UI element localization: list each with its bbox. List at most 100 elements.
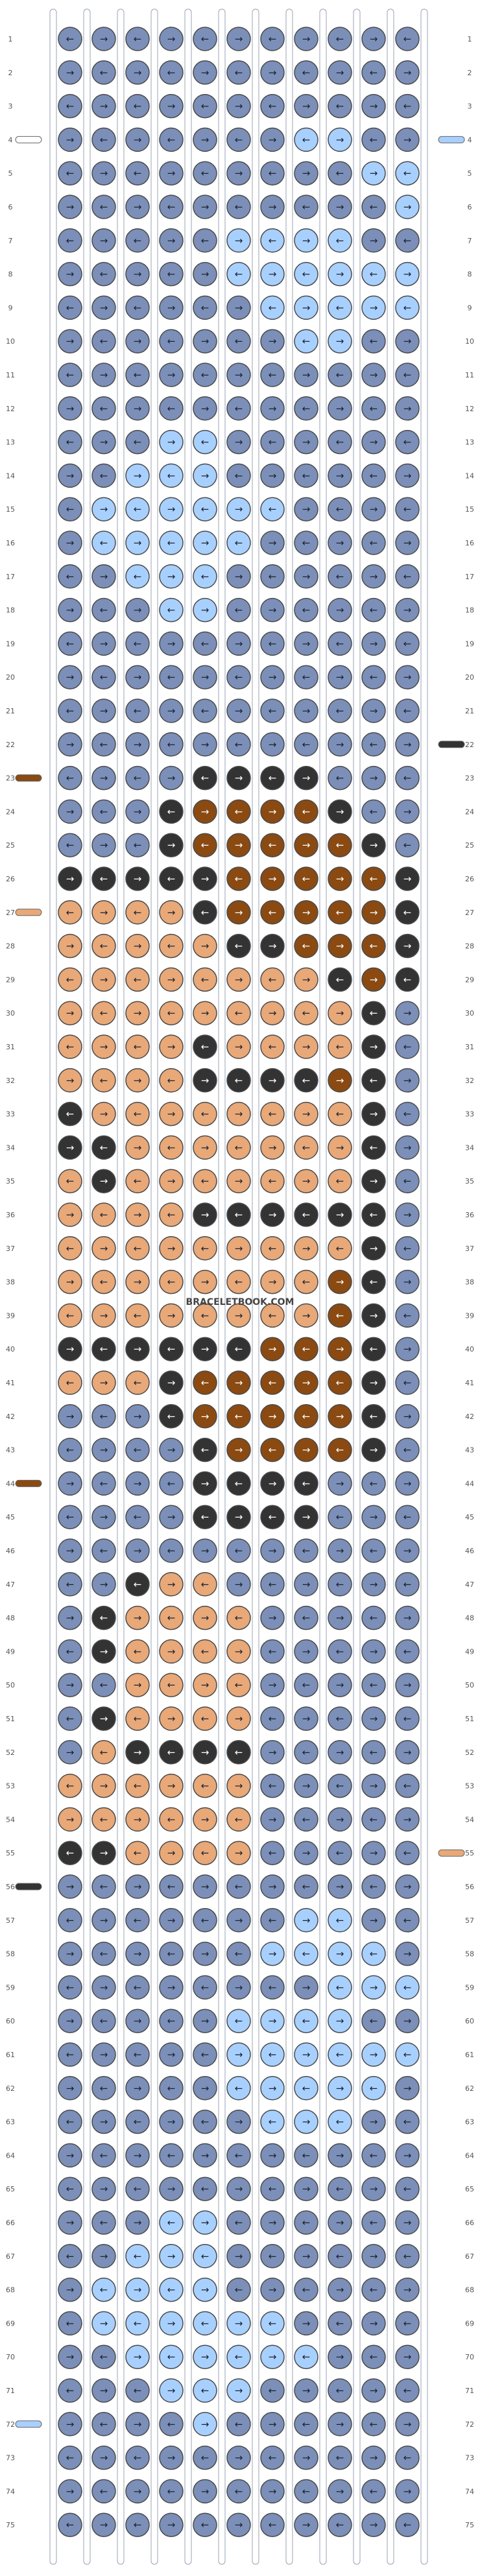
knot <box>159 2277 184 2302</box>
knot-arrow: ← <box>134 302 142 313</box>
knot <box>125 1773 150 1798</box>
row-number-right: 24 <box>465 807 474 816</box>
knot-arrow: ← <box>269 973 277 985</box>
knot <box>361 698 386 723</box>
knot-arrow: ← <box>201 1914 210 1926</box>
knot <box>294 1706 318 1731</box>
knot <box>395 765 420 791</box>
knot <box>125 1337 150 1361</box>
knot <box>260 329 285 353</box>
knot <box>125 1605 150 1630</box>
knot-arrow: → <box>167 1847 176 1859</box>
knot <box>125 765 150 791</box>
knot-arrow: ← <box>403 2519 412 2531</box>
knot-arrow: → <box>100 1444 108 1456</box>
knot-arrow: → <box>235 705 243 717</box>
knot <box>125 228 150 253</box>
knot <box>125 1437 150 1462</box>
knot-arrow: → <box>370 2317 378 2329</box>
knot <box>193 1505 217 1529</box>
knot <box>395 396 420 421</box>
row-number-left: 65 <box>6 2185 15 2193</box>
knot-arrow: ← <box>201 1243 210 1254</box>
knot <box>193 1437 217 1462</box>
knot-arrow: ← <box>302 403 311 414</box>
knot <box>260 1370 285 1395</box>
string-tail-left <box>15 136 42 143</box>
knot <box>260 1773 285 1798</box>
knot <box>328 2479 352 2504</box>
knot-arrow: ← <box>269 369 277 381</box>
knot-arrow: ← <box>403 1444 412 1456</box>
knot-arrow: → <box>336 1007 344 1019</box>
knot-arrow: ← <box>134 1981 142 1993</box>
row-number-right: 63 <box>465 2118 474 2127</box>
knot-arrow: → <box>302 2519 311 2531</box>
knot-arrow: ← <box>66 1444 75 1456</box>
knot-arrow: → <box>201 2351 210 2363</box>
knot-arrow: ← <box>403 2317 412 2329</box>
knot <box>260 2143 285 2168</box>
knot-arrow: ← <box>201 33 210 45</box>
knot <box>361 2244 386 2269</box>
knot <box>58 1807 82 1832</box>
knot-arrow: → <box>66 470 75 481</box>
row-number-left: 41 <box>6 1379 15 1387</box>
knot <box>125 1706 150 1731</box>
knot-arrow: ← <box>134 235 142 246</box>
knot-arrow: ← <box>302 1477 311 1489</box>
knot-arrow: → <box>370 1243 378 1254</box>
knot-arrow: → <box>403 1343 412 1355</box>
knot-arrow: ← <box>167 470 176 481</box>
knot <box>395 2311 420 2336</box>
row-number-left: 66 <box>6 2219 15 2227</box>
knot-arrow: ← <box>269 1175 277 1187</box>
knot <box>193 2445 217 2470</box>
knot-arrow: → <box>235 1243 243 1254</box>
knot-arrow: → <box>302 2116 311 2128</box>
row-number-left: 40 <box>6 1345 15 1354</box>
knot <box>91 564 116 589</box>
knot-arrow: ← <box>201 302 210 313</box>
knot <box>91 2009 116 2033</box>
knot-arrow: ← <box>302 1075 311 1086</box>
knot <box>91 228 116 253</box>
row-number-right: 70 <box>465 2353 474 2361</box>
knot-arrow: → <box>66 67 75 78</box>
knot <box>260 2479 285 2504</box>
knot-arrow: → <box>370 2049 378 2060</box>
knot <box>125 1740 150 1765</box>
string-line <box>420 8 428 2565</box>
knot-arrow: ← <box>269 2250 277 2262</box>
knot-arrow: → <box>302 369 311 381</box>
knot <box>125 1101 150 1127</box>
row-number-right: 59 <box>465 1983 474 1992</box>
knot <box>260 2378 285 2403</box>
knot-arrow: → <box>269 1545 277 1556</box>
knot <box>260 1841 285 1865</box>
row-number-left: 4 <box>8 136 13 144</box>
knot-arrow: ← <box>370 134 378 145</box>
knot <box>91 93 116 119</box>
row-number-right: 18 <box>465 606 474 615</box>
knot <box>260 1941 285 1966</box>
row-number-right: 14 <box>465 471 474 480</box>
knot <box>361 1303 386 1328</box>
knot <box>294 1202 318 1227</box>
knot <box>159 1370 184 1395</box>
knot <box>159 2445 184 2470</box>
knot-arrow: ← <box>100 739 108 750</box>
knot-arrow: → <box>235 2519 243 2531</box>
knot <box>91 1303 116 1328</box>
knot <box>91 1538 116 1563</box>
knot-arrow: → <box>336 403 344 414</box>
knot <box>395 2009 420 2033</box>
knot-arrow: → <box>134 739 142 750</box>
knot-arrow: → <box>302 1780 311 1792</box>
knot-arrow: ← <box>403 1243 412 1254</box>
knot-arrow: ← <box>66 503 75 515</box>
knot <box>125 363 150 387</box>
knot-arrow: → <box>134 1948 142 1960</box>
knot-arrow: ← <box>370 201 378 213</box>
knot <box>226 1673 251 1697</box>
